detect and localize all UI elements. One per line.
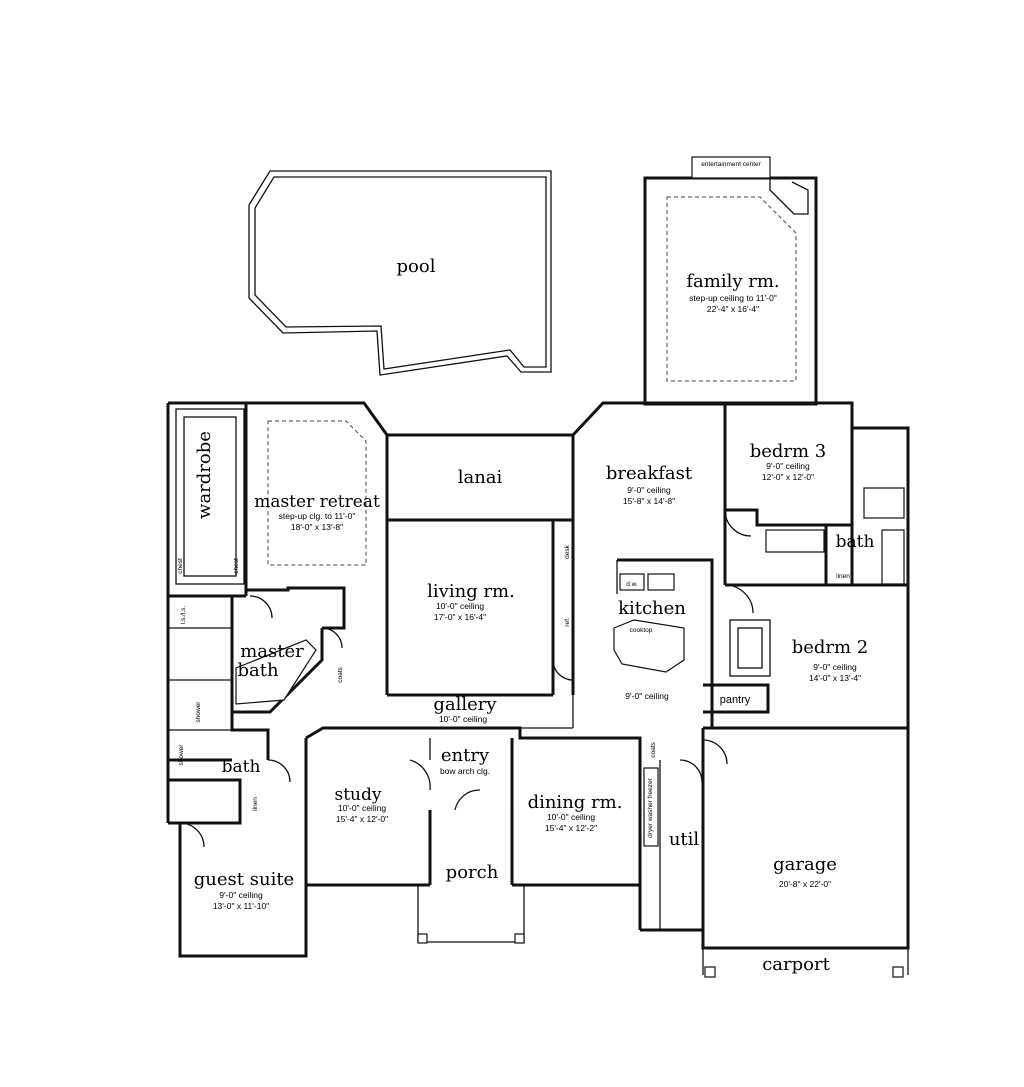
lav-label: l.s./l.s. [180,606,187,625]
living-room-size: 17'-0" x 16'-4" [434,612,486,622]
pantry-label: pantry [720,694,751,706]
gallery-name: gallery [433,694,497,715]
garage-name: garage [773,854,837,875]
kitchen-ceiling: 9'-0" ceiling [625,691,669,701]
dining-name: dining rm. [528,792,623,813]
breakfast-size: 15'-8" x 14'-8" [623,496,675,506]
interior-walls [168,402,909,978]
coats-label-garage: coats [650,741,657,757]
entry-name: entry [441,745,490,766]
bedroom-3: bedrm 3 9'-0" ceiling 12'-0" x 12'-0" [750,441,827,482]
entry: entry bow arch clg. [440,745,490,776]
bath-guest: bath shower linen [178,744,260,811]
shower-label-master: shower [195,701,202,723]
living-room-name: living rm. [427,581,515,602]
dining-ceiling: 10'-0" ceiling [547,812,595,822]
breakfast-ceiling: 9'-0" ceiling [627,485,671,495]
cooktop-label: cooktop [630,627,653,634]
family-room-size: 22'-4" x 16'-4" [707,304,759,314]
chest-label-left: chest [177,558,184,574]
pantry: pantry coats [650,694,751,758]
guest-suite-ceiling: 9'-0" ceiling [219,890,263,900]
bath-upper-label: bath [836,532,875,552]
bedrm2-ceiling: 9'-0" ceiling [813,662,857,672]
gallery: gallery 10'-0" ceiling [433,694,497,724]
dining-size: 15'-4" x 12'-2" [545,823,597,833]
guest-suite: guest suite 9'-0" ceiling 13'-0" x 11'-1… [194,869,294,911]
master-bath: master bath l.s./l.s. shower coats [180,606,344,723]
master-retreat-name: master retreat [254,492,380,512]
linen-label-upper: linen [836,573,850,580]
pool: pool [248,170,552,376]
gallery-ceiling: 10'-0" ceiling [439,714,487,724]
entry-ceiling: bow arch clg. [440,766,490,776]
living-room: living rm. 10'-0" ceiling 17'-0" x 16'-4… [427,544,571,626]
garage-size: 20'-8" x 22'-0" [779,879,831,889]
breakfast-name: breakfast [606,463,693,484]
bedrm3-ceiling: 9'-0" ceiling [766,461,810,471]
carport: carport [762,954,830,975]
living-room-ceiling: 10'-0" ceiling [436,601,484,611]
guest-suite-size: 13'-0" x 11'-10" [213,901,269,911]
master-retreat-size: 18'-0" x 13'-8" [291,522,343,532]
lanai-label: lanai [458,467,503,488]
study: study 10'-0" ceiling 15'-4" x 12'-0" [335,785,389,824]
utility: util dryer washer freezer [647,777,699,850]
breakfast: breakfast 9'-0" ceiling 15'-8" x 14'-8" [606,463,693,506]
util-name: util [669,829,700,850]
study-ceiling: 10'-0" ceiling [338,803,386,813]
bedrm2-size: 14'-0" x 13'-4" [809,673,861,683]
chest-label-right: chest [233,558,240,574]
entertainment-center [691,156,771,179]
dining-room: dining rm. 10'-0" ceiling 15'-4" x 12'-2… [528,792,623,833]
wardrobe-label: wardrobe [194,431,215,519]
bedrm3-name: bedrm 3 [750,441,827,462]
porch-name: porch [446,862,499,883]
pool-label: pool [397,256,436,277]
bedrm2-name: bedrm 2 [792,637,869,658]
exterior-walls [166,401,910,958]
entertainment-center-label: entertainment center [701,161,761,168]
family-room: entertainment center family rm. step-up … [643,156,818,406]
master-bath-line1: master [240,641,304,662]
kitchen-name: kitchen [618,598,686,619]
garage: garage 20'-8" x 22'-0" [773,854,837,889]
kitchen: kitchen 9'-0" ceiling d.w. cooktop [618,581,686,701]
carport-name: carport [762,954,830,975]
wardrobe: wardrobe chest chest [177,431,240,574]
porch: porch [446,862,499,883]
linen-label-guest: linen [252,797,259,811]
bath-guest-label: bath [222,757,261,777]
family-room-name: family rm. [686,271,779,292]
family-room-ceiling: step-up ceiling to 11'-0" [689,293,777,303]
bath-upper: bath linen [836,532,875,580]
master-retreat-ceiling: step-up clg. to 11'-0" [279,511,356,521]
master-bath-line2: bath [237,660,278,681]
desk-label: desk [564,544,571,558]
ref-label: ref. [564,617,571,627]
coats-label-master: coats [337,666,344,682]
dw-label: d.w. [626,581,638,588]
guest-suite-name: guest suite [194,869,294,890]
study-size: 15'-4" x 12'-0" [336,814,388,824]
bedroom-2: bedrm 2 9'-0" ceiling 14'-0" x 13'-4" [792,637,869,683]
washer-dryer-label: dryer washer freezer [647,777,654,837]
bedrm3-size: 12'-0" x 12'-0" [762,472,814,482]
study-name: study [335,785,382,805]
master-retreat: master retreat step-up clg. to 11'-0" 18… [254,492,380,532]
lanai: lanai [458,467,503,488]
shower-label-guest: shower [178,744,185,766]
